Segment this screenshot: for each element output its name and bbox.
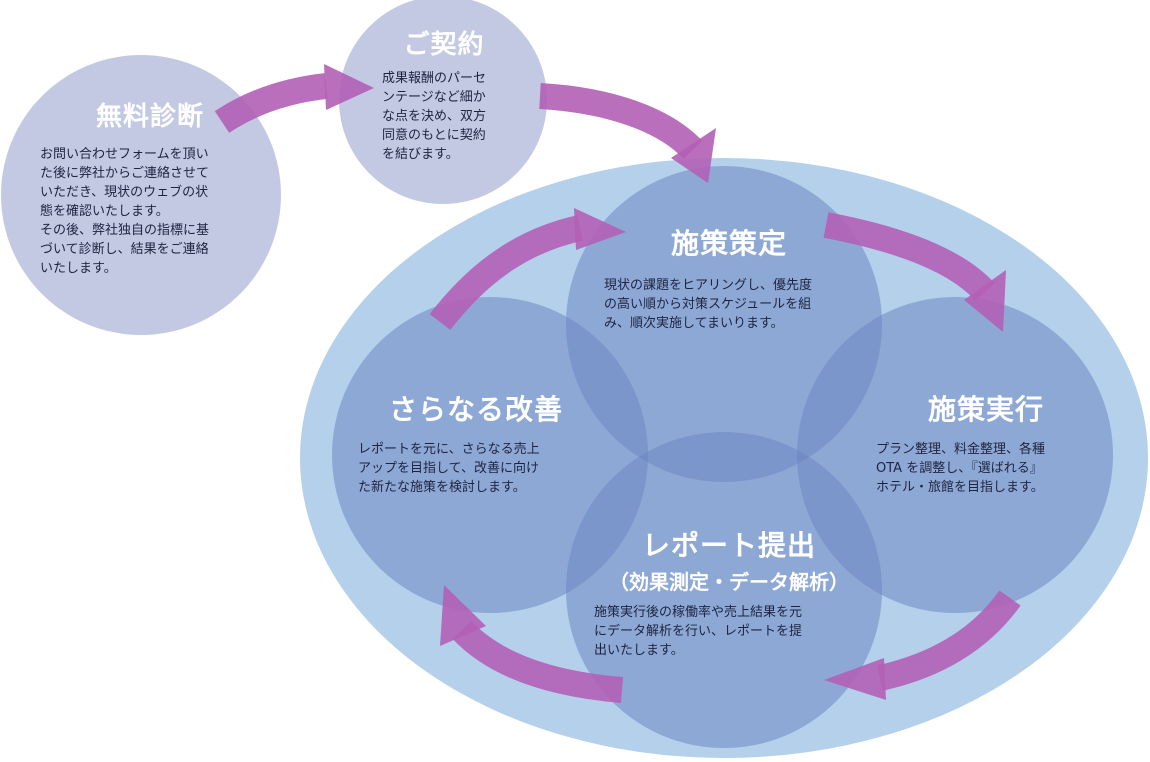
improvement-description: レポートを元に、さらなる売上 アップを目指して、改善に向け た新たな施策を検討し… <box>358 442 540 495</box>
report-node: レポート提出 （効果測定・データ解析） 施策実行後の稼働率や売上結果を元 にデー… <box>594 524 864 660</box>
arrow-report-to-improvement <box>440 585 624 703</box>
free-diagnosis-description: お問い合わせフォームを頂い た後に弊社からご連絡させて いただき、現状のウェブの… <box>40 147 210 276</box>
execution-description: プラン整理、料金整理、各種 OTA を調整し、『選ばれる』 ホテル・旅館を目指し… <box>876 442 1046 495</box>
contract-circle <box>339 0 547 204</box>
contract-title: ご契約 <box>403 30 485 60</box>
improvement-title: さらなる改善 <box>388 393 563 426</box>
report-subtitle: （効果測定・データ解析） <box>609 570 849 594</box>
arrow-execution-to-report <box>824 590 1021 700</box>
report-title: レポート提出 <box>641 529 816 562</box>
execution-title: 施策実行 <box>927 393 1044 426</box>
free-diagnosis-node: 無料診断 お問い合わせフォームを頂い た後に弊社からご連絡させて いただき、現状… <box>40 96 260 278</box>
contract-description: 成果報酬のパーセ ンテージなど細か な点を決め、双方 同意のもとに契約 を結びま… <box>382 71 487 162</box>
execution-circle <box>797 297 1113 613</box>
contract-node: ご契約 成果報酬のパーセ ンテージなど細か な点を決め、双方 同意のもとに契約 … <box>382 24 506 164</box>
arrow-contract-to-planning <box>539 83 716 183</box>
arrow-diagnosis-to-contract <box>214 64 374 133</box>
improvement-node: さらなる改善 レポートを元に、さらなる売上 アップを目指して、改善に向け た新た… <box>358 388 594 497</box>
arrow-planning-to-execution <box>823 212 1006 332</box>
planning-circle <box>566 166 882 482</box>
arrow-improvement-to-planning <box>429 208 626 330</box>
free-diagnosis-circle <box>1 55 281 335</box>
planning-node: 施策策定 現状の課題をヒアリングし、優先度 の高い順から対策スケジュールを組 み… <box>604 222 854 333</box>
improvement-circle <box>332 297 648 613</box>
execution-node: 施策実行 プラン整理、料金整理、各種 OTA を調整し、『選ばれる』 ホテル・旅… <box>876 388 1096 497</box>
planning-description: 現状の課題をヒアリングし、優先度 の高い順から対策スケジュールを組 み、順次実施… <box>604 278 813 331</box>
report-circle <box>566 432 882 748</box>
planning-title: 施策策定 <box>670 227 787 260</box>
free-diagnosis-title: 無料診断 <box>95 102 204 132</box>
report-description: 施策実行後の稼働率や売上結果を元 にデータ解析を行い、レポートを提 出いたします… <box>594 605 803 658</box>
